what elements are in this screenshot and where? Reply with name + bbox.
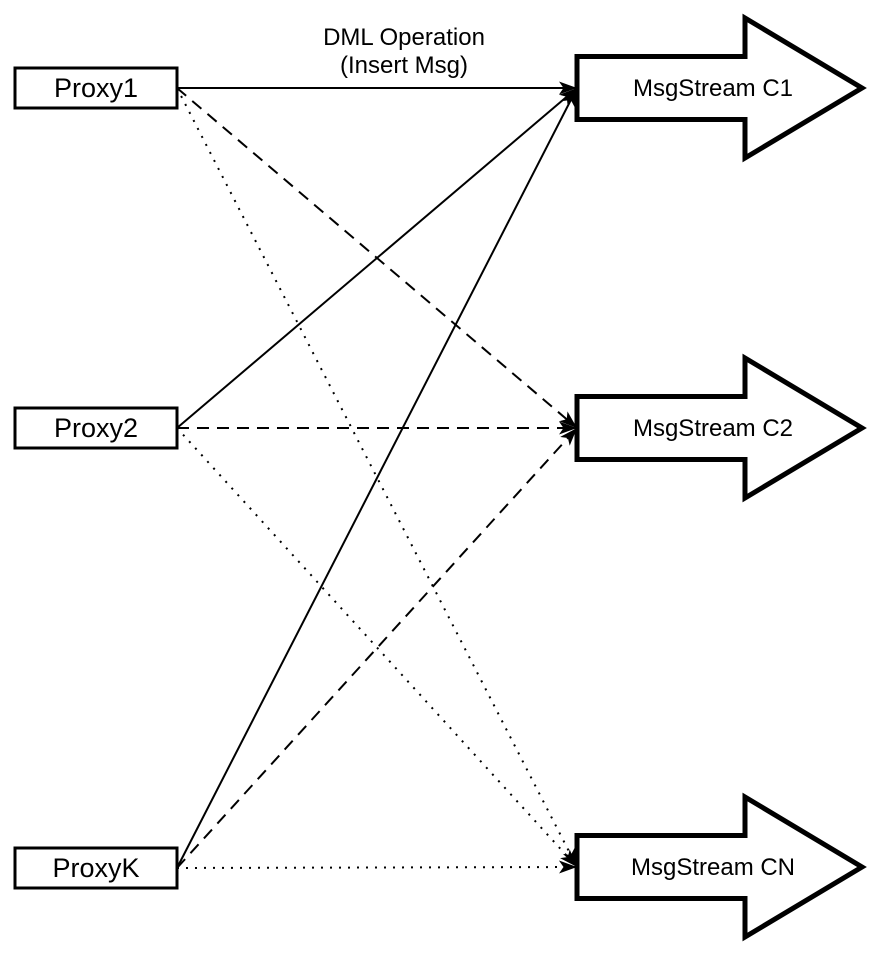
proxy1-label: Proxy1 <box>54 73 138 103</box>
node-msgstream-c1: MsgStream C1 <box>574 13 867 163</box>
node-proxy2: Proxy2 <box>13 406 179 450</box>
proxy2-box <box>13 406 179 450</box>
msgstream-cn-arrow <box>574 792 867 942</box>
msgstream-c1-label: MsgStream C1 <box>633 75 793 102</box>
edge-proxy1-c2-dashed <box>176 87 578 429</box>
node-proxyk: ProxyK <box>13 846 179 890</box>
msgstream-c1-arrow <box>574 13 867 163</box>
node-proxy1: Proxy1 <box>13 66 179 110</box>
caption-line-1: DML Operation <box>323 24 485 51</box>
edge-proxyk-cn-dotted <box>176 860 578 874</box>
msgstream-c2-label: MsgStream C2 <box>633 415 793 442</box>
proxy2-label: Proxy2 <box>54 413 138 443</box>
edge-proxyk-c1-solid <box>176 87 578 869</box>
node-msgstream-c2: MsgStream C2 <box>574 353 867 503</box>
msgstream-c2-arrow <box>574 353 867 503</box>
proxyk-label: ProxyK <box>52 853 139 883</box>
edge-proxy1-cn-dotted <box>176 87 578 868</box>
proxy1-box <box>13 66 179 110</box>
caption: DML Operation (Insert Msg) <box>323 24 485 79</box>
proxyk-box <box>13 846 179 890</box>
node-msgstream-cn: MsgStream CN <box>574 792 867 942</box>
caption-line-2: (Insert Msg) <box>340 52 468 79</box>
edges-layer <box>176 81 578 874</box>
msgstream-cn-label: MsgStream CN <box>631 854 795 881</box>
